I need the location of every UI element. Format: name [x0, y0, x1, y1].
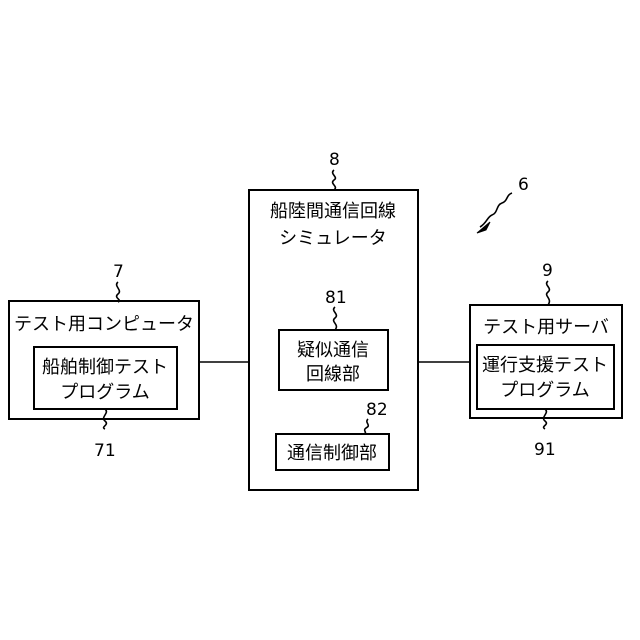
ref-label-9: 9: [542, 261, 553, 281]
comm-control-unit-label: 通信制御部: [287, 443, 377, 464]
ref-label-8: 8: [329, 150, 340, 170]
test-server-title: テスト用サーバ: [483, 317, 609, 338]
simulator-title-line1: 船陸間通信回線: [270, 201, 396, 222]
ship-control-program-line1: 船舶制御テスト: [42, 357, 168, 378]
ref-label-6: 6: [518, 175, 529, 195]
operation-support-program-line1: 運行支援テスト: [482, 355, 608, 376]
simulator-block: 船陸間通信回線 シミュレータ 疑似通信 回線部 通信制御部: [249, 190, 418, 490]
ref-leader-8: [333, 170, 336, 190]
ref-label-7: 7: [113, 262, 124, 282]
test-server-block: テスト用サーバ 運行支援テスト プログラム: [470, 305, 622, 418]
pseudo-line-unit-line2: 回線部: [306, 364, 360, 385]
test-computer-title: テスト用コンピュータ: [14, 314, 194, 335]
pseudo-line-unit-line1: 疑似通信: [297, 340, 369, 361]
ref-label-71: 71: [94, 441, 116, 461]
operation-support-program-line2: プログラム: [500, 380, 589, 401]
ref-label-81: 81: [325, 288, 347, 308]
ref-leader-7: [117, 282, 120, 302]
ref-leader-6: [480, 193, 512, 227]
test-computer-block: テスト用コンピュータ 船舶制御テスト プログラム: [9, 301, 199, 419]
ref-label-91: 91: [534, 440, 556, 460]
ship-control-program-line2: プログラム: [60, 382, 149, 403]
simulator-title-line2: シミュレータ: [279, 228, 387, 249]
ref-label-82: 82: [366, 400, 388, 420]
ref-leader-9: [547, 281, 550, 305]
